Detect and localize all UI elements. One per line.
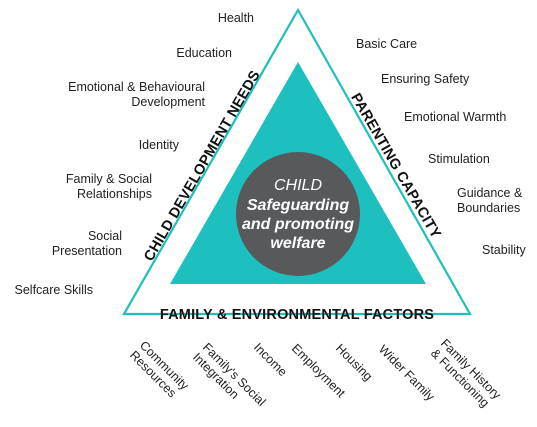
right-line: Emotional Warmth — [404, 110, 506, 124]
left-selfcare-skills: Selfcare Skills — [15, 283, 94, 297]
bottom-housing: Housing — [333, 341, 375, 383]
bottom-family-history-functioning: Family History& Functioning — [428, 336, 504, 412]
left-line: Development — [131, 95, 205, 109]
right-line: Stability — [482, 243, 527, 257]
left-identity: Identity — [139, 138, 180, 152]
left-health: Health — [218, 11, 254, 25]
bottom-wider-family: Wider Family — [376, 342, 438, 404]
bottom-line: Wider Family — [376, 342, 438, 404]
left-line: Social — [88, 229, 122, 243]
center-line-4: welfare — [270, 235, 325, 252]
left-line: Emotional & Behavioural — [68, 80, 205, 94]
right-ensuring-safety: Ensuring Safety — [381, 72, 470, 86]
outer-triangle-outline — [122, 7, 472, 316]
bottom-line: Income — [251, 340, 290, 379]
left-line: Family & Social — [66, 172, 152, 186]
right-guidance-boundaries: Guidance &Boundaries — [457, 186, 523, 215]
bottom-income: Income — [251, 340, 290, 379]
left-education: Education — [176, 46, 232, 60]
left-line: Identity — [139, 138, 180, 152]
left-line: Health — [218, 11, 254, 25]
right-basic-care: Basic Care — [356, 37, 417, 51]
bottom-line: Housing — [333, 341, 375, 383]
right-line: Ensuring Safety — [381, 72, 470, 86]
right-line: Stimulation — [428, 152, 490, 166]
right-line: Boundaries — [457, 201, 520, 215]
center-circle — [236, 152, 360, 276]
side-label-bottom: FAMILY & ENVIRONMENTAL FACTORS — [160, 307, 434, 323]
right-line: Basic Care — [356, 37, 417, 51]
right-stability: Stability — [482, 243, 527, 257]
bottom-community-resources: CommunityResources — [127, 338, 192, 403]
right-emotional-warmth: Emotional Warmth — [404, 110, 506, 124]
left-line: Presentation — [52, 244, 122, 258]
right-stimulation: Stimulation — [428, 152, 490, 166]
center-line-2: Safeguarding — [247, 197, 349, 214]
left-line: Education — [176, 46, 232, 60]
left-line: Selfcare Skills — [15, 283, 94, 297]
center-title: CHILD — [274, 177, 322, 194]
center-line-3: and promoting — [242, 216, 354, 233]
left-line: Relationships — [77, 187, 152, 201]
right-line: Guidance & — [457, 186, 523, 200]
